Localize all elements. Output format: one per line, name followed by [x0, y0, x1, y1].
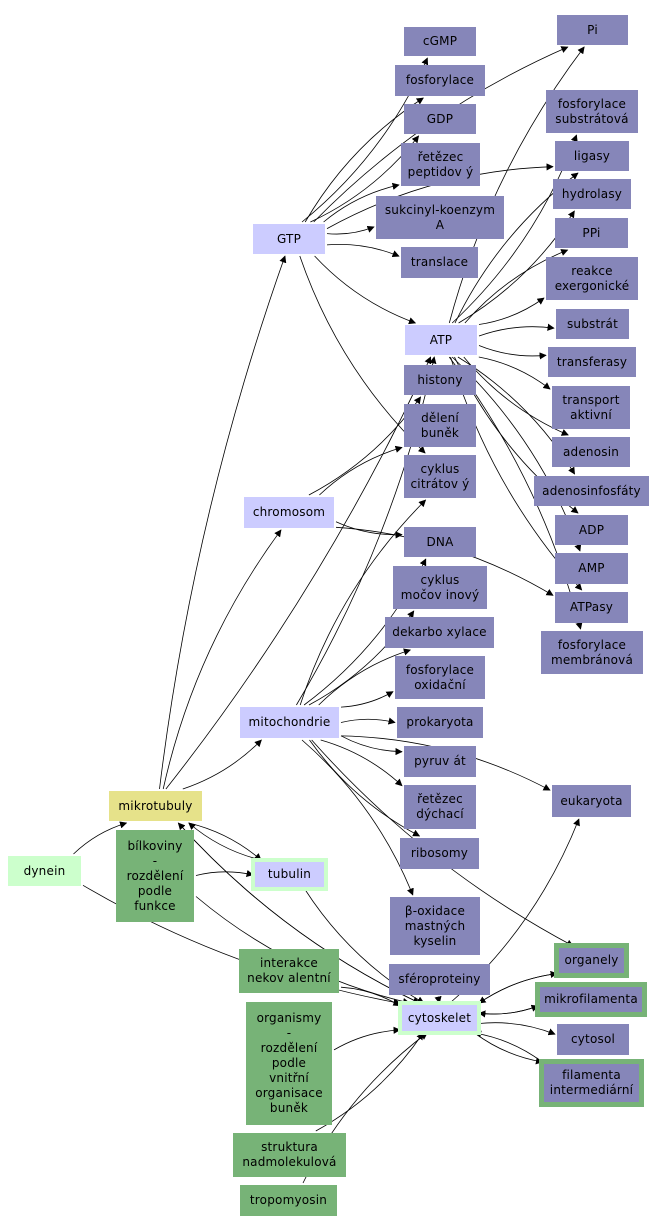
- edge-atp-to-ppi: [464, 249, 569, 324]
- edge-gtp-to-sukcinyl: [326, 225, 375, 235]
- node-filamenta-intermediarni[interactable]: filamenta intermediární: [539, 1059, 644, 1107]
- node-cyklus-mocovinovy[interactable]: cyklus močov inový: [393, 566, 487, 609]
- edge-mitochondrie-to-prokaryota: [340, 717, 396, 725]
- edge-chromosom-to-deleni_bunek: [319, 445, 403, 496]
- node-sukcinyl-koenzym-a[interactable]: sukcinyl-koenzym A: [376, 196, 504, 239]
- edge-cytoskelet-to-filamenta: [474, 1032, 544, 1065]
- node-gtp[interactable]: GTP: [253, 224, 325, 254]
- edge-mitochondrie-to-ribosomy: [309, 739, 421, 837]
- node-fosforylace[interactable]: fosforylace: [395, 65, 485, 96]
- edge-atp-to-transport_aktivni: [478, 356, 551, 390]
- edge-mitochondrie-to-dekarboxylace: [318, 648, 411, 706]
- edge-mitochondrie-to-retezec_dychaci: [320, 739, 403, 787]
- edge-mitochondrie-to-pyruvat: [340, 735, 403, 756]
- edge-interakce-to-cytoskelet: [340, 986, 401, 1007]
- node-reakce-exergonicke[interactable]: reakce exergonické: [546, 257, 638, 300]
- node-fosforylace-membranova[interactable]: fosforylace membránová: [541, 631, 643, 674]
- node-hydrolasy[interactable]: hydrolasy: [553, 179, 631, 209]
- node-mikrofilamenta[interactable]: mikrofilamenta: [535, 982, 647, 1017]
- edge-bilkoviny-to-tubulin: [195, 869, 254, 877]
- edge-cytoskelet-to-mikrotubuly: [177, 822, 420, 1004]
- node-translace[interactable]: translace: [401, 247, 478, 278]
- edge-atp-to-transferasy: [478, 345, 547, 360]
- node-sferoproteiny[interactable]: sféroproteiny: [389, 964, 490, 995]
- node-dna[interactable]: DNA: [404, 527, 476, 557]
- node-ribosomy[interactable]: ribosomy: [400, 838, 479, 869]
- edge-atp-to-reakce_exergonicke: [478, 297, 545, 325]
- edge-mitochondrie-to-fosforylace_oxidacni: [340, 691, 394, 708]
- node-ligasy[interactable]: ligasy: [555, 141, 629, 171]
- edge-cytoskelet-to-cytosol: [478, 1022, 556, 1036]
- edge-atp-to-substrat: [478, 323, 555, 337]
- node-mitochondrie[interactable]: mitochondrie: [240, 707, 339, 738]
- node-transport-aktivni[interactable]: transport aktivní: [552, 386, 630, 429]
- edge-mikrotubuly-to-chromosom: [162, 529, 282, 790]
- node-ppi[interactable]: PPi: [555, 218, 628, 248]
- node-bilkoviny-rozdeleni-podle-funkce[interactable]: bílkoviny - rozdělení podle funkce: [116, 830, 194, 922]
- edge-atp-to-pi: [448, 46, 585, 324]
- node-retezec-peptidovy[interactable]: řetězec peptidov ý: [401, 143, 480, 186]
- edge-mikrotubuly-to-tubulin: [188, 822, 262, 861]
- edge-mitochondrie-to-beta_oxidace: [301, 739, 414, 896]
- node-dynein[interactable]: dynein: [8, 856, 81, 886]
- node-substrat[interactable]: substrát: [556, 309, 629, 339]
- edge-mikrofilamenta-to-cytoskelet: [478, 1005, 539, 1018]
- edge-organely-to-cytoskelet: [478, 973, 558, 1004]
- edge-gtp-to-atp: [314, 255, 417, 325]
- node-struktura-nadmolekulova[interactable]: struktura nadmolekulová: [233, 1133, 346, 1177]
- node-cytoskelet[interactable]: cytoskelet: [398, 1001, 481, 1035]
- edge-filamenta-to-cytoskelet: [473, 1030, 543, 1063]
- node-prokaryota[interactable]: prokaryota: [397, 707, 483, 738]
- edge-organismy-to-cytoskelet: [333, 1026, 401, 1051]
- node-beta-oxidace-mastnych-kyselin[interactable]: β-oxidace mastných kyselin: [390, 897, 480, 955]
- node-histony[interactable]: histony: [404, 365, 476, 395]
- edge-tubulin-to-mikrotubuly: [188, 822, 262, 861]
- node-cytosol[interactable]: cytosol: [557, 1024, 629, 1055]
- node-atp[interactable]: ATP: [405, 325, 477, 355]
- node-cyklus-citratovy[interactable]: cyklus citrátov ý: [404, 455, 476, 498]
- node-atpasy[interactable]: ATPasy: [555, 592, 628, 623]
- node-organely[interactable]: organely: [554, 943, 629, 978]
- node-tropomyosin[interactable]: tropomyosin: [240, 1185, 337, 1216]
- node-cgmp[interactable]: cGMP: [404, 27, 476, 56]
- node-interakce-nekovalentni[interactable]: interakce nekov alentní: [239, 949, 339, 993]
- node-chromosom[interactable]: chromosom: [244, 497, 334, 528]
- edge-gtp-to-retezec_peptidovy: [323, 182, 400, 223]
- node-mikrotubuly[interactable]: mikrotubuly: [109, 791, 202, 821]
- node-eukaryota[interactable]: eukaryota: [552, 785, 631, 817]
- node-gdp[interactable]: GDP: [404, 104, 476, 134]
- edge-mikrotubuly-to-mitochondrie: [182, 739, 262, 790]
- node-adenosin[interactable]: adenosin: [552, 437, 630, 467]
- node-pi[interactable]: Pi: [557, 15, 628, 45]
- node-adp[interactable]: ADP: [555, 515, 628, 545]
- node-retezec-dychaci[interactable]: řetězec dýchací: [404, 785, 476, 829]
- node-organismy-rozdeleni-podle-vnitrni-organisace-bunek[interactable]: organismy - rozdělení podle vnitřní orga…: [246, 1002, 332, 1125]
- node-deleni-bunek[interactable]: dělení buněk: [404, 404, 476, 447]
- node-amp[interactable]: AMP: [555, 553, 628, 584]
- node-transferasy[interactable]: transferasy: [548, 347, 636, 377]
- node-tubulin[interactable]: tubulin: [251, 858, 328, 891]
- edge-gtp-to-translace: [326, 244, 400, 258]
- node-pyruvat[interactable]: pyruv át: [404, 746, 476, 777]
- edge-mitochondrie-to-cyklus_citratovy: [299, 499, 427, 706]
- edge-mikrotubuly-to-atp: [165, 356, 432, 790]
- edge-dynein-to-mikrotubuly: [73, 821, 128, 855]
- node-dekarboxylace[interactable]: dekarbo xylace: [385, 617, 494, 648]
- edge-mikrotubuly-to-gtp: [159, 255, 287, 790]
- node-fosforylace-substratova[interactable]: fosforylace substrátová: [546, 90, 638, 133]
- node-adenosinfosfaty[interactable]: adenosinfosfáty: [534, 476, 649, 506]
- node-fosforylace-oxidacni[interactable]: fosforylace oxidační: [395, 656, 485, 699]
